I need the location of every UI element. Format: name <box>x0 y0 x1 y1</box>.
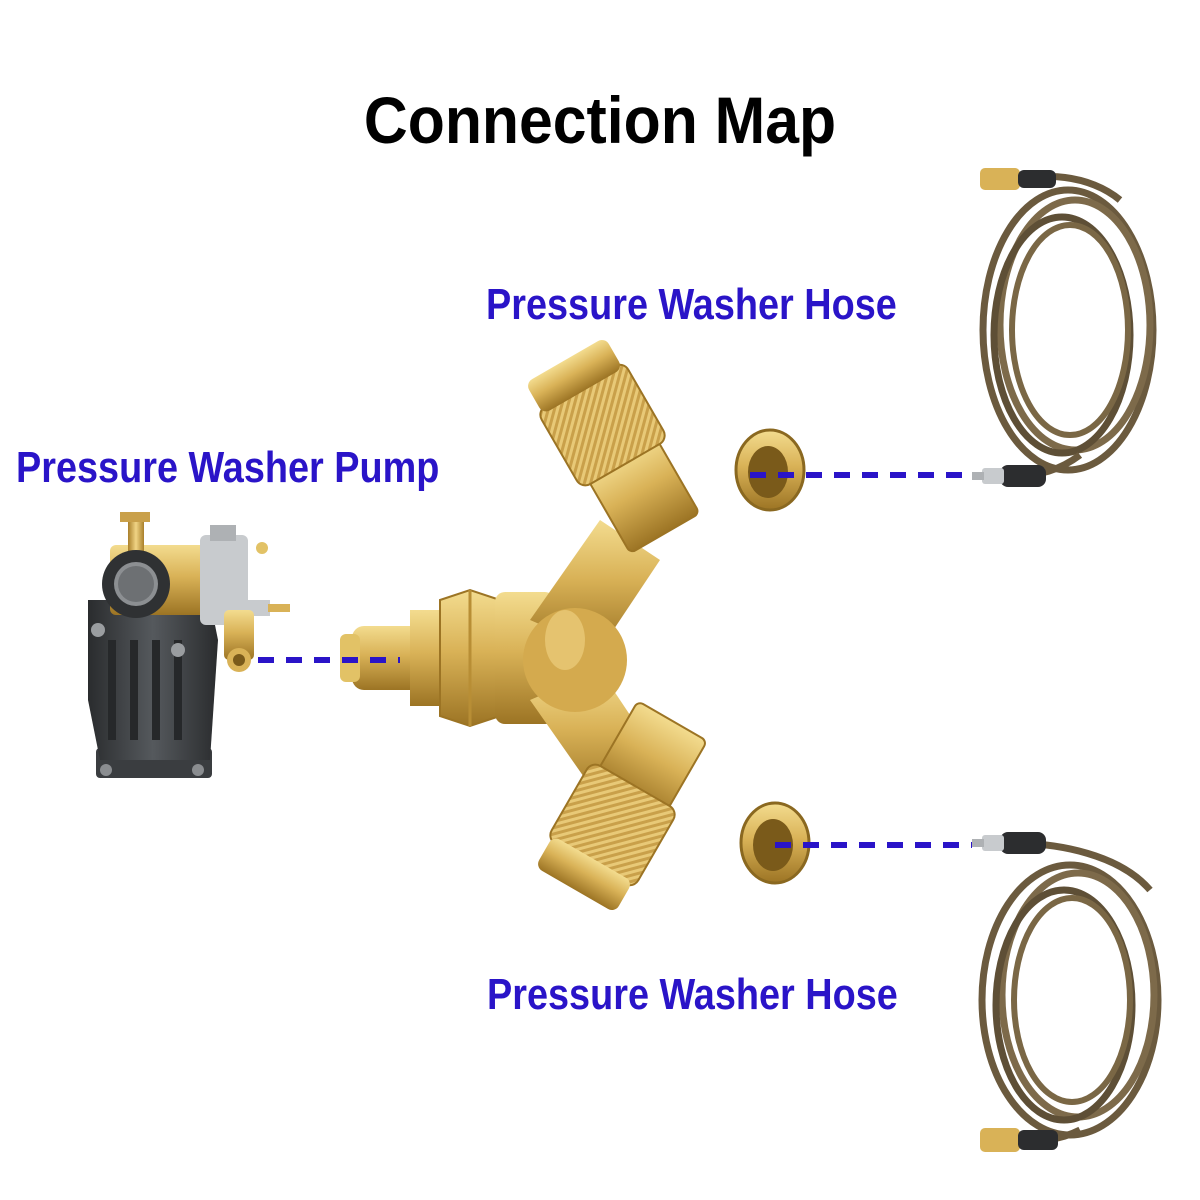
label-pressure-washer-hose-bottom: Pressure Washer Hose <box>487 970 898 1019</box>
pressure-washer-hose-top-image <box>972 168 1157 487</box>
pressure-washer-pump-image <box>88 512 290 778</box>
pressure-washer-hose-bottom-image <box>972 832 1162 1152</box>
diagram-title: Connection Map <box>363 83 837 157</box>
y-splitter-adapter-image <box>340 340 811 910</box>
label-pressure-washer-hose-top: Pressure Washer Hose <box>486 280 897 329</box>
label-pressure-washer-pump: Pressure Washer Pump <box>16 443 440 492</box>
